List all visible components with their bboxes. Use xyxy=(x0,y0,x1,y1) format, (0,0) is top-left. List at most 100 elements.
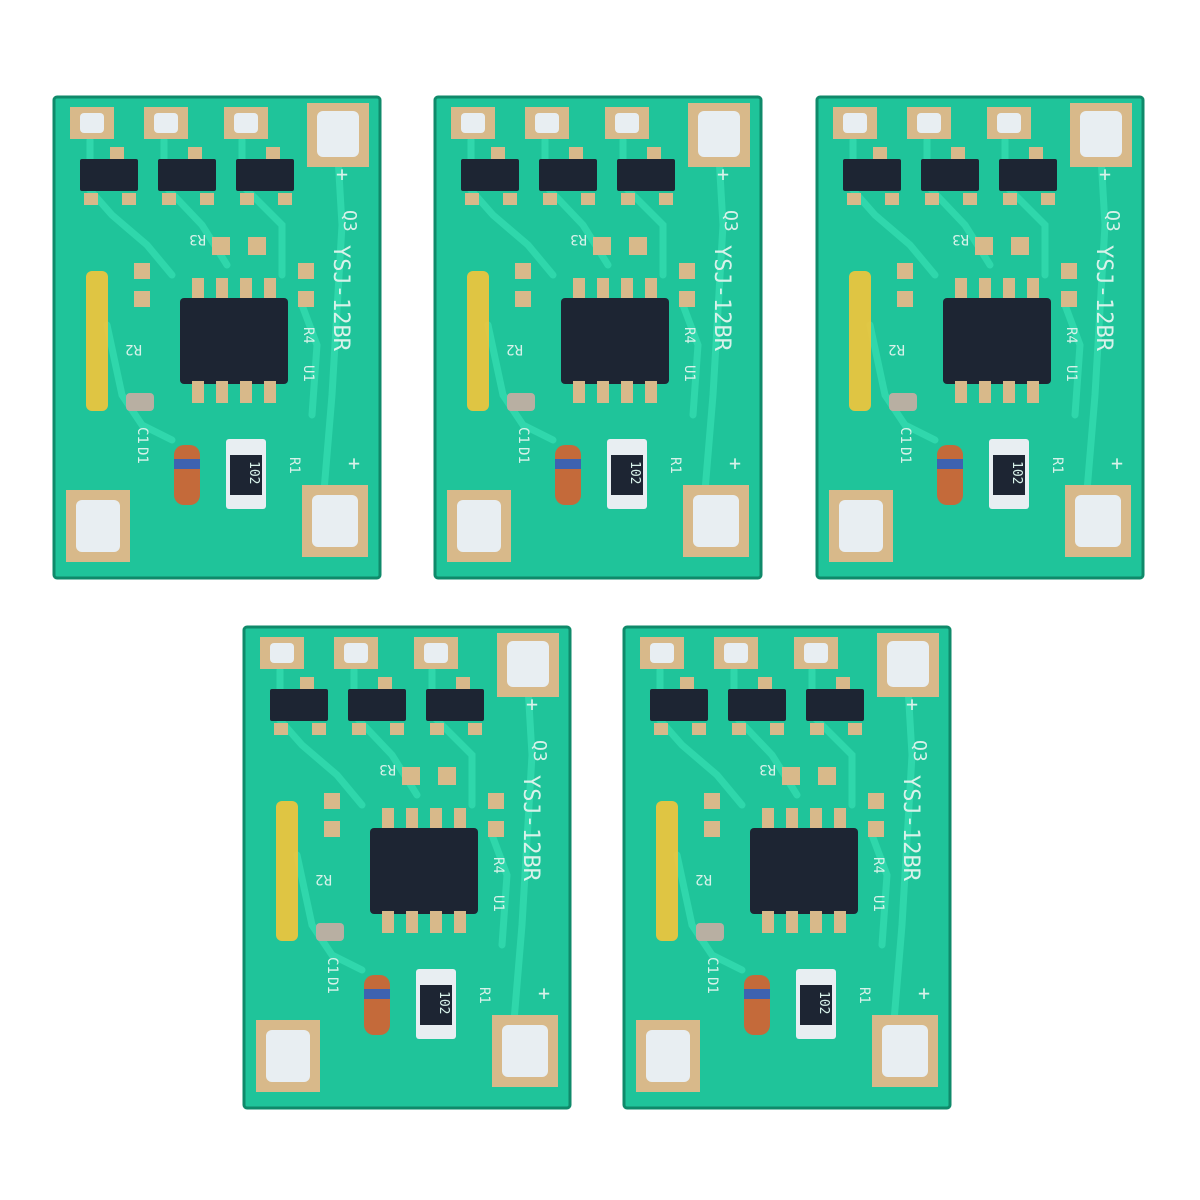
bottom-pads xyxy=(447,485,749,562)
diode xyxy=(364,975,390,1035)
silk-q-label: Q3 xyxy=(339,210,360,232)
silk-r4: R4 xyxy=(1063,327,1079,344)
top-pads xyxy=(451,103,750,167)
top-pads xyxy=(833,103,1132,167)
silk-r2: R2 xyxy=(506,341,523,357)
diode xyxy=(555,445,581,505)
silk-board-label: YSJ-12BR xyxy=(709,245,734,352)
silk-c1: C1 xyxy=(134,427,150,444)
bottom-pads xyxy=(256,1015,558,1092)
silk-r4: R4 xyxy=(870,857,886,874)
silk-u1: U1 xyxy=(681,365,697,382)
top-pads xyxy=(70,103,369,167)
ic-chip xyxy=(180,278,288,403)
transistors xyxy=(650,677,864,735)
bottom-pads xyxy=(636,1015,938,1092)
resistor xyxy=(416,969,456,1039)
silk-u1: U1 xyxy=(490,895,506,912)
silk-c1: C1 xyxy=(704,957,720,974)
pcb-module-1: + + Q3 YSJ-12BR R3 R2 R4 U1 R1 C1 D1 102 xyxy=(52,95,382,580)
capacitor xyxy=(126,393,154,411)
silk-d1: D1 xyxy=(134,447,150,464)
silk-r2: R2 xyxy=(888,341,905,357)
silk-r1: R1 xyxy=(856,987,872,1004)
silk-u1: U1 xyxy=(300,365,316,382)
top-pads xyxy=(260,633,559,697)
ic-chip xyxy=(943,278,1051,403)
silk-plus-top: + xyxy=(526,692,538,716)
pcb-module-3: + + Q3 YSJ-12BR R3 R2 R4 U1 R1 C1 D1 102 xyxy=(815,95,1145,580)
small-pads xyxy=(704,767,884,837)
capacitor xyxy=(696,923,724,941)
silk-r3: R3 xyxy=(570,231,587,247)
yellow-label-tag xyxy=(467,271,489,411)
silk-r3: R3 xyxy=(379,761,396,777)
silk-q-label: Q3 xyxy=(529,740,550,762)
resistor xyxy=(607,439,647,509)
diode xyxy=(744,975,770,1035)
silk-r2: R2 xyxy=(125,341,142,357)
resistor xyxy=(989,439,1029,509)
silk-plus-top: + xyxy=(906,692,918,716)
resistor-code: 102 xyxy=(436,991,451,1014)
transistors xyxy=(270,677,484,735)
silk-r3: R3 xyxy=(189,231,206,247)
diode xyxy=(937,445,963,505)
bottom-pads xyxy=(829,485,1131,562)
resistor xyxy=(226,439,266,509)
silk-r1: R1 xyxy=(476,987,492,1004)
small-pads xyxy=(134,237,314,307)
diode xyxy=(174,445,200,505)
silk-plus-top: + xyxy=(717,162,729,186)
silk-plus-top: + xyxy=(1099,162,1111,186)
ic-chip xyxy=(561,278,669,403)
top-pads xyxy=(640,633,939,697)
silk-r1: R1 xyxy=(1049,457,1065,474)
silk-u1: U1 xyxy=(1063,365,1079,382)
small-pads xyxy=(897,237,1077,307)
resistor-code: 102 xyxy=(816,991,831,1014)
silk-c1: C1 xyxy=(897,427,913,444)
silk-plus-bottom: + xyxy=(918,981,930,1005)
silkscreen: + + Q3 YSJ-12BR R3 R2 R4 U1 R1 C1 D1 102 xyxy=(695,692,930,1014)
silkscreen: + + Q3 YSJ-12BR R3 R2 R4 U1 R1 C1 D1 102 xyxy=(506,162,741,484)
silk-d1: D1 xyxy=(324,977,340,994)
silk-board-label: YSJ-12BR xyxy=(328,245,353,352)
resistor xyxy=(796,969,836,1039)
silk-r4: R4 xyxy=(300,327,316,344)
silk-c1: C1 xyxy=(515,427,531,444)
pcb-module-2: + + Q3 YSJ-12BR R3 R2 R4 U1 R1 C1 D1 102 xyxy=(433,95,763,580)
silk-q-label: Q3 xyxy=(909,740,930,762)
capacitor xyxy=(889,393,917,411)
yellow-label-tag xyxy=(86,271,108,411)
silk-plus-bottom: + xyxy=(729,451,741,475)
ic-chip xyxy=(370,808,478,933)
silk-board-label: YSJ-12BR xyxy=(518,775,543,882)
yellow-label-tag xyxy=(276,801,298,941)
silk-r2: R2 xyxy=(695,871,712,887)
silk-u1: U1 xyxy=(870,895,886,912)
silkscreen: + + Q3 YSJ-12BR R3 R2 R4 U1 R1 C1 D1 102 xyxy=(125,162,360,484)
silk-r3: R3 xyxy=(759,761,776,777)
silk-board-label: YSJ-12BR xyxy=(898,775,923,882)
capacitor xyxy=(316,923,344,941)
silk-d1: D1 xyxy=(897,447,913,464)
silk-plus-bottom: + xyxy=(348,451,360,475)
silkscreen: + + Q3 YSJ-12BR R3 R2 R4 U1 R1 C1 D1 102 xyxy=(315,692,550,1014)
yellow-label-tag xyxy=(656,801,678,941)
yellow-label-tag xyxy=(849,271,871,411)
transistors xyxy=(843,147,1057,205)
transistors xyxy=(80,147,294,205)
silk-c1: C1 xyxy=(324,957,340,974)
silk-r1: R1 xyxy=(286,457,302,474)
capacitor xyxy=(507,393,535,411)
silk-r4: R4 xyxy=(490,857,506,874)
silk-r2: R2 xyxy=(315,871,332,887)
resistor-code: 102 xyxy=(627,461,642,484)
transistors xyxy=(461,147,675,205)
silk-r4: R4 xyxy=(681,327,697,344)
silk-d1: D1 xyxy=(704,977,720,994)
silk-board-label: YSJ-12BR xyxy=(1091,245,1116,352)
silk-d1: D1 xyxy=(515,447,531,464)
silk-r1: R1 xyxy=(667,457,683,474)
